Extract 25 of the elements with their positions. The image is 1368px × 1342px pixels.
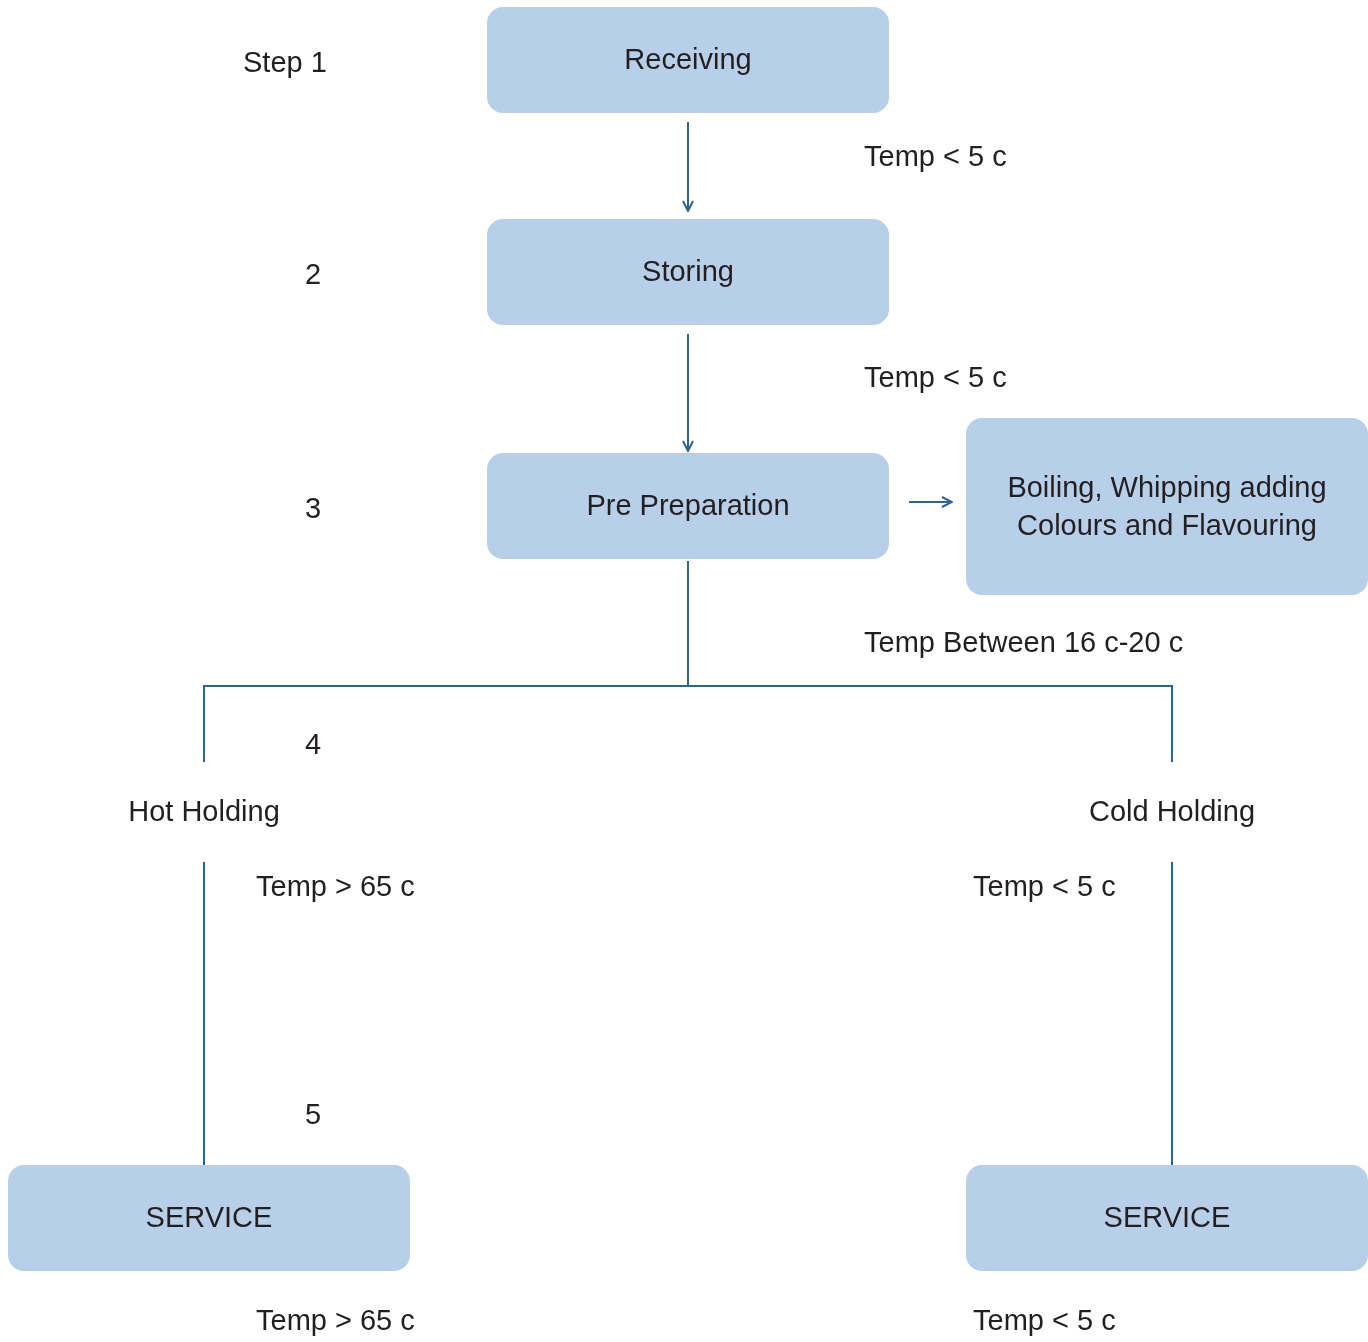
arrow — [908, 496, 953, 508]
connector-line — [1171, 861, 1173, 1166]
step-number: 4 — [305, 727, 322, 762]
connector-line — [203, 861, 205, 1166]
temperature-note: 3 — [305, 491, 322, 526]
process-box: SERVICE — [8, 1165, 410, 1271]
temperature-note: Temp < 5 c — [973, 869, 1116, 904]
step-label: Hot Holding — [108, 792, 300, 832]
arrow — [682, 333, 694, 452]
temperature-note: Temp > 65 c — [256, 869, 415, 904]
process-box: Pre Preparation — [487, 453, 889, 559]
process-box: Receiving — [487, 7, 889, 113]
temperature-note: Temp Between 16 c-20 c — [864, 625, 1184, 660]
step-label: Cold Holding — [1070, 792, 1274, 832]
step-number: Step 1 — [243, 45, 327, 80]
temperature-note: Temp < 5 c — [864, 139, 1007, 174]
temperature-note: Temp > 65 c — [256, 1303, 415, 1338]
temperature-note: Temp < 5 c — [864, 360, 1007, 395]
temperature-note: Temp < 5 c — [973, 1303, 1116, 1338]
step-number: 2 — [305, 257, 322, 292]
step-number: 5 — [305, 1097, 322, 1132]
process-box: Boiling, Whipping adding Colours and Flavouring — [966, 418, 1368, 595]
process-box: Storing — [487, 219, 889, 325]
process-box: SERVICE — [966, 1165, 1368, 1271]
arrow — [682, 121, 694, 212]
